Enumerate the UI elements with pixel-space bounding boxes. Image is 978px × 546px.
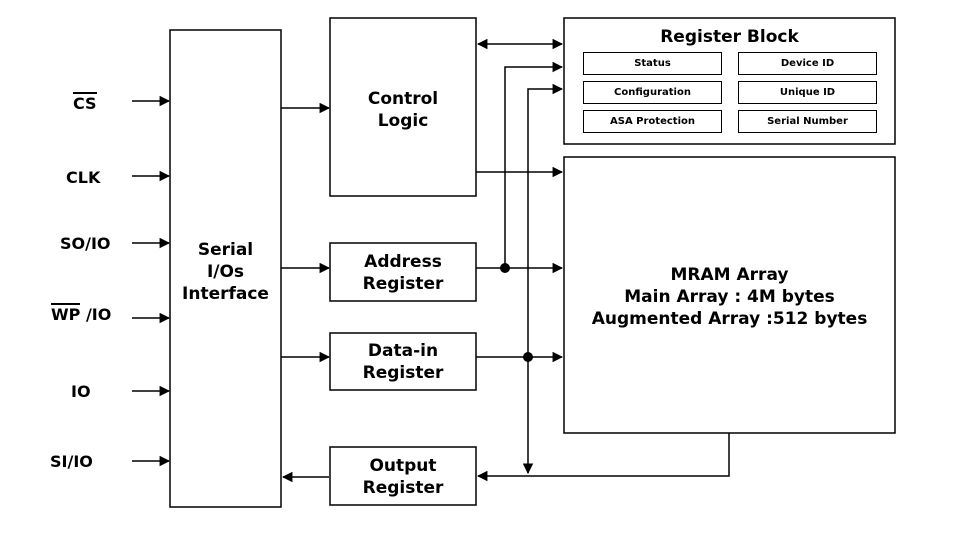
data-junction — [523, 352, 533, 362]
register-block-title: Register Block — [660, 27, 799, 47]
register-status: Status — [583, 52, 722, 75]
register-block-box — [563, 17, 896, 145]
data-to-register-block — [527, 83, 564, 357]
mram-augmented-array: Augmented Array :512 bytes — [591, 309, 868, 329]
register-configuration: Configuration — [583, 81, 722, 104]
output-register-label: Output Register — [362, 456, 444, 498]
mram-array-label: MRAM Array Main Array : 4M bytes Augment… — [564, 262, 895, 332]
address-register-label: Address Register — [362, 252, 444, 294]
serial-interface-label: Serial I/Os Interface — [182, 240, 269, 304]
mram-to-output-arrow — [476, 433, 730, 482]
wp-io-pin-label: WP /IO — [51, 303, 112, 324]
si-io-pin-label: SI/IO — [50, 452, 93, 471]
cs-pin-label: CS — [73, 92, 97, 113]
mram-main-array: Main Array : 4M bytes — [624, 287, 835, 307]
data-in-register-label: Data-in Register — [362, 341, 444, 383]
control-logic-label: Control Logic — [367, 89, 439, 131]
so-io-pin-label: SO/IO — [60, 234, 111, 253]
output-register-box — [329, 446, 477, 506]
wp-overline-label: WP — [51, 303, 81, 324]
wp-suffix-label: /IO — [80, 305, 112, 324]
address-to-register-block — [504, 61, 564, 268]
register-device-id: Device ID — [738, 52, 877, 75]
register-serial-number: Serial Number — [738, 110, 877, 133]
register-unique-id: Unique ID — [738, 81, 877, 104]
register-asa-protection: ASA Protection — [583, 110, 722, 133]
address-junction — [500, 263, 510, 273]
clk-pin-label: CLK — [66, 168, 101, 187]
io-pin-label: IO — [71, 382, 91, 401]
mram-title: MRAM Array — [670, 265, 789, 285]
